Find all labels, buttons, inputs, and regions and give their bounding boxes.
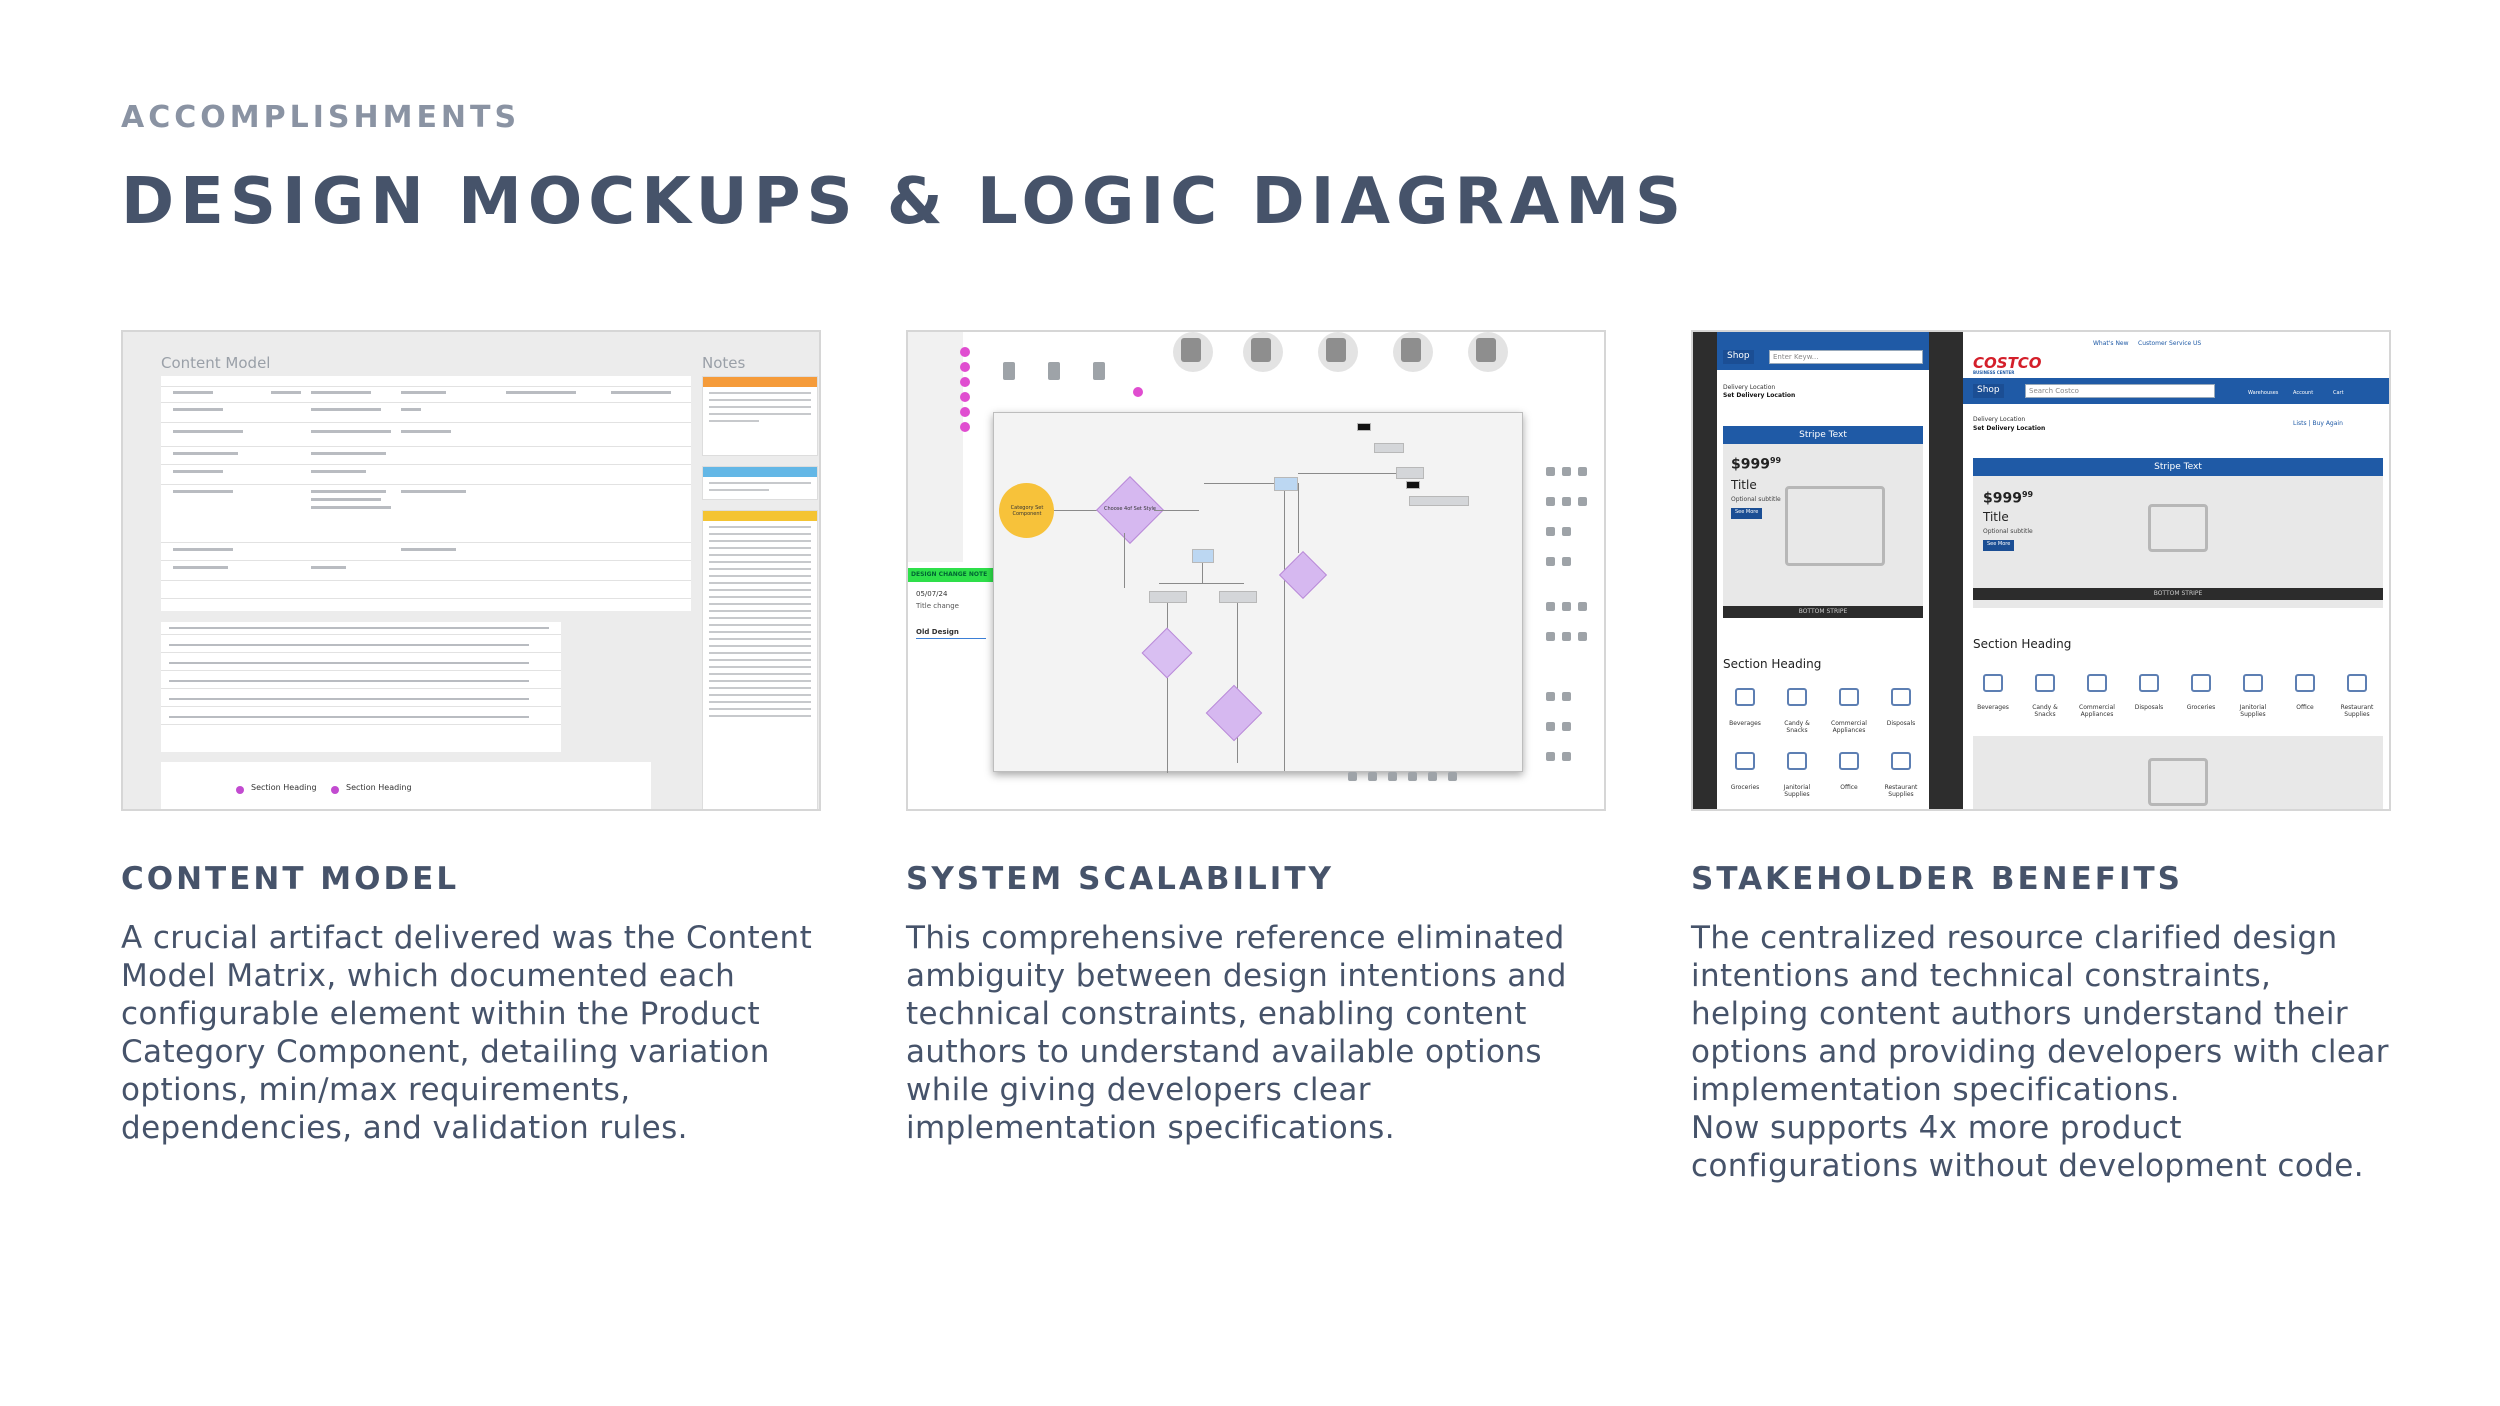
card-body: The centralized resource clarified desig… xyxy=(1691,920,2389,1184)
content-model-sheet-area: Content Model xyxy=(123,332,698,809)
content-model-label: Content Model xyxy=(161,354,271,372)
note-card xyxy=(702,376,818,456)
diagram-canvas: DESIGN CHANGE NOTE 05/07/24 Title change… xyxy=(908,332,1604,809)
category-icon[interactable] xyxy=(2139,674,2159,692)
desktop-mockup: What's New Customer Service US COSTCO BU… xyxy=(1963,332,2389,809)
category-icon[interactable] xyxy=(1839,688,1859,706)
image-placeholder-icon xyxy=(2148,758,2208,806)
notes-label: Notes xyxy=(702,354,746,372)
card-heading: CONTENT MODEL xyxy=(121,861,460,897)
flowchart-panel: Category Set Component Choose 4of Set St… xyxy=(993,412,1523,773)
page-eyebrow: ACCOMPLISHMENTS xyxy=(121,100,521,135)
category-icon[interactable] xyxy=(1735,752,1755,770)
logic-diagram-thumbnail[interactable]: DESIGN CHANGE NOTE 05/07/24 Title change… xyxy=(906,330,1606,811)
category-icon[interactable] xyxy=(2347,674,2367,692)
section-heading-preview: Section Heading Section Heading xyxy=(161,762,651,809)
card-system-scalability: DESIGN CHANGE NOTE 05/07/24 Title change… xyxy=(906,330,1606,1147)
category-icon[interactable] xyxy=(1891,752,1911,770)
category-icon[interactable] xyxy=(1839,752,1859,770)
card-heading: STAKEHOLDER BENEFITS xyxy=(1691,861,2183,897)
category-icon[interactable] xyxy=(2087,674,2107,692)
design-change-note-label: DESIGN CHANGE NOTE xyxy=(908,568,996,582)
content-model-thumbnail[interactable]: Content Model xyxy=(121,330,821,811)
costco-logo: COSTCO xyxy=(1973,354,2042,372)
category-icon[interactable] xyxy=(1735,688,1755,706)
costco-mockup-thumbnail[interactable]: Shop Enter Keyw... Delivery Location Set… xyxy=(1691,330,2391,811)
card-body: This comprehensive reference eliminated … xyxy=(906,920,1567,1146)
note-card xyxy=(702,466,818,500)
card-body: A crucial artifact delivered was the Con… xyxy=(121,920,813,1146)
card-content-model: Content Model xyxy=(121,330,821,1147)
category-icon[interactable] xyxy=(2035,674,2055,692)
image-placeholder-icon xyxy=(2148,504,2208,552)
category-icon[interactable] xyxy=(2295,674,2315,692)
category-icon[interactable] xyxy=(2191,674,2211,692)
category-icon[interactable] xyxy=(1983,674,2003,692)
category-icon[interactable] xyxy=(1787,752,1807,770)
card-heading: SYSTEM SCALABILITY xyxy=(906,861,1334,897)
category-icon[interactable] xyxy=(1787,688,1807,706)
image-placeholder-icon xyxy=(1785,486,1885,566)
card-stakeholder-benefits: Shop Enter Keyw... Delivery Location Set… xyxy=(1691,330,2391,1185)
mobile-mockup: Shop Enter Keyw... Delivery Location Set… xyxy=(1717,332,1929,809)
category-icon[interactable] xyxy=(2243,674,2263,692)
variations-table xyxy=(161,622,561,752)
category-icon[interactable] xyxy=(1891,688,1911,706)
notes-column: Notes xyxy=(698,332,819,809)
page-title: DESIGN MOCKUPS & LOGIC DIAGRAMS xyxy=(121,165,1688,239)
content-model-table xyxy=(161,376,691,611)
note-card xyxy=(702,510,818,809)
